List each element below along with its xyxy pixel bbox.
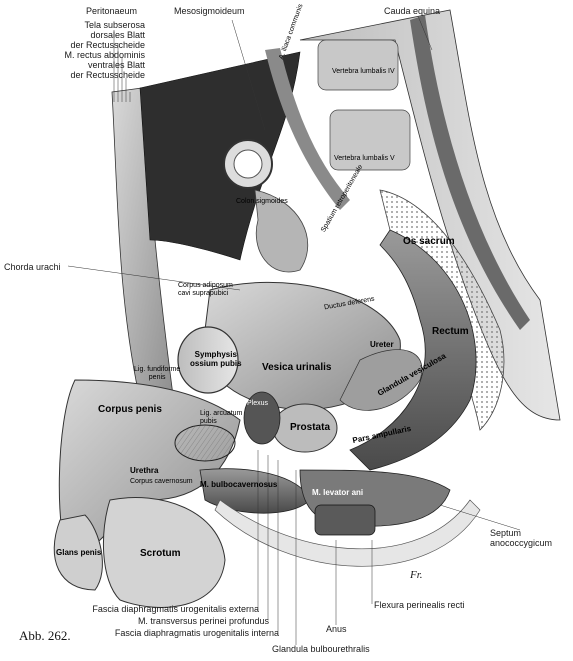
label-lig-arcuatum-1: Lig. arcuatum	[200, 410, 243, 417]
label-scrotum: Scrotum	[140, 548, 181, 559]
label-prostata: Prostata	[290, 422, 331, 433]
label-glans: Glans penis	[56, 548, 102, 557]
label-plexus: Plexus	[247, 400, 269, 407]
label-vertebra-iv: Vertebra lumbalis IV	[332, 68, 395, 75]
label-lig-fundiforme-2: penis	[148, 374, 166, 381]
label-m-rectus: M. rectus abdominis	[64, 50, 145, 60]
label-fascia-int: Fascia diaphragmatis urogenitalis intern…	[114, 628, 279, 638]
label-mesosigmoideum: Mesosigmoideum	[174, 6, 245, 16]
label-colon: Colon sigmoides	[236, 198, 288, 205]
label-glandula-bulbo: Glandula bulbourethralis	[272, 644, 370, 654]
label-der-rectusscheide-2: der Rectusscheide	[70, 70, 145, 80]
scrotum-shape	[103, 497, 226, 608]
label-corpus-cavernosum: Corpus cavernosum	[130, 478, 193, 485]
symphysis	[177, 326, 239, 394]
label-fascia-ext: Fascia diaphragmatis urogenitalis extern…	[92, 604, 259, 614]
label-dorsales-blatt: dorsales Blatt	[90, 30, 145, 40]
vertebra-v-body	[329, 109, 411, 171]
label-corpus-penis: Corpus penis	[98, 404, 162, 415]
perineal-skin	[214, 499, 481, 567]
seminal-vesicle	[339, 349, 423, 411]
label-symphysis-1: Symphysis	[194, 350, 237, 359]
label-lig-fundiforme-1: Lig. fundiforme	[134, 366, 181, 373]
leader-lines	[67, 15, 521, 645]
label-m-levator: M. levator ani	[312, 488, 364, 497]
label-anus: Anus	[326, 624, 347, 634]
label-ventrales-blatt: ventrales Blatt	[87, 60, 145, 70]
label-rectum: Rectum	[432, 326, 469, 337]
retroperitoneal-space	[265, 48, 350, 210]
label-symphysis-group: Symphysis ossium pubis	[190, 350, 242, 368]
vertebral-column	[299, 9, 561, 421]
label-m-transversus: M. transversus perinei profundus	[137, 616, 269, 626]
label-vesica: Vesica urinalis	[262, 362, 332, 373]
label-septum: Septum	[490, 528, 522, 538]
vertebra-iv-body	[317, 39, 399, 91]
label-lig-arcuatum-2: pubis	[200, 418, 217, 425]
label-tela-subserosa: Tela subserosa	[84, 20, 145, 30]
rectum-shape	[349, 229, 477, 471]
sphincter	[314, 504, 376, 536]
label-peritonaeum: Peritonaeum	[85, 6, 137, 16]
glans	[53, 514, 103, 591]
label-der-rectusscheide-1: der Rectusscheide	[70, 40, 145, 50]
label-anococcygicum: anococcygicum	[490, 538, 553, 548]
plexus	[243, 391, 281, 445]
figure-caption: Abb. 262.	[19, 628, 71, 643]
label-septum-group: Septum anococcygicum	[490, 528, 552, 548]
label-chorda-urachi: Chorda urachi	[4, 262, 61, 272]
artist-signature: Fr.	[410, 569, 423, 581]
label-tela-subserosa-group: Tela subserosa dorsales Blatt der Rectus…	[64, 20, 145, 80]
corpus-cavernosum-section	[174, 424, 236, 462]
spinal-canal	[410, 15, 530, 330]
label-ureter: Ureter	[370, 340, 394, 349]
label-os-sacrum: Os sacrum	[403, 236, 455, 247]
label-flexura: Flexura perinealis recti	[374, 600, 465, 610]
label-symphysis-2: ossium pubis	[190, 359, 242, 368]
label-corpus-adiposum: Corpus adiposum cavi suprapubici	[178, 282, 233, 297]
label-cauda-equina: Cauda equina	[384, 6, 441, 16]
label-urethra: Urethra	[130, 466, 159, 475]
label-m-bulbo: M. bulbocavernosus	[200, 480, 278, 489]
label-vertebra-v: Vertebra lumbalis V	[334, 155, 395, 162]
label-lig-arcuatum-group: Lig. arcuatum pubis	[200, 410, 242, 426]
label-lig-fundiforme-group: Lig. fundiforme penis	[134, 366, 180, 382]
